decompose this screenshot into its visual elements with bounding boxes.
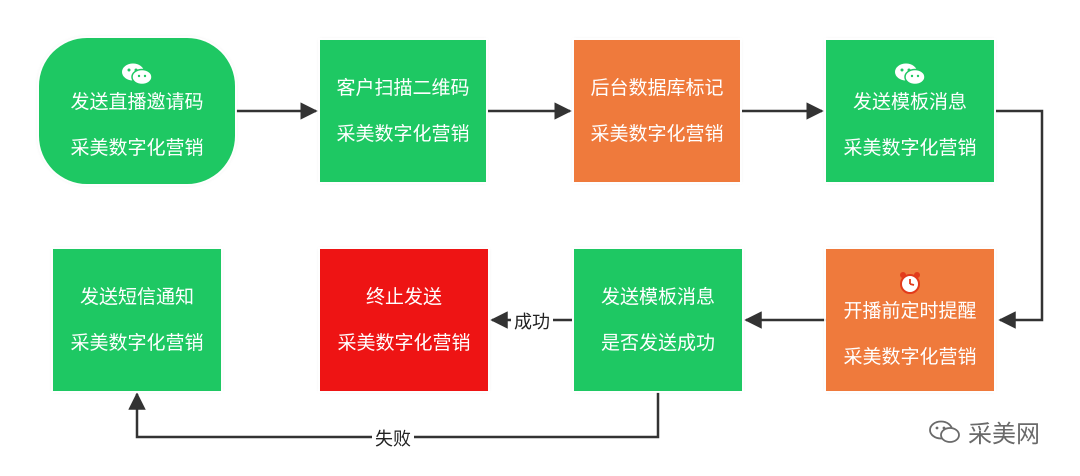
- alarm-clock-icon: [900, 272, 920, 294]
- node-title: 客户扫描二维码: [336, 77, 470, 99]
- node-send-sms: 发送短信通知 采美数字化营销: [53, 249, 221, 391]
- node-send-template: 发送模板消息 采美数字化营销: [826, 40, 994, 182]
- node-title: 发送直播邀请码: [70, 91, 204, 113]
- node-check-send: 发送模板消息 是否发送成功: [574, 249, 742, 391]
- watermark-text: 采美网: [968, 420, 1040, 448]
- node-brand: 采美数字化营销: [336, 123, 470, 145]
- node-reminder: 开播前定时提醒 采美数字化营销: [826, 249, 994, 391]
- wechat-icon: [895, 63, 926, 86]
- node-title: 后台数据库标记: [590, 77, 724, 99]
- node-title: 终止发送: [365, 286, 442, 308]
- node-send-invite: 发送直播邀请码 采美数字化营销: [39, 38, 235, 184]
- node-scan-qr: 客户扫描二维码 采美数字化营销: [320, 40, 486, 182]
- node-terminate: 终止发送 采美数字化营销: [320, 249, 488, 391]
- node-title: 发送模板消息: [600, 286, 715, 308]
- node-brand: 采美数字化营销: [70, 332, 204, 354]
- node-brand: 采美数字化营销: [590, 123, 724, 145]
- node-brand: 采美数字化营销: [843, 137, 977, 159]
- node-subtitle: 是否发送成功: [600, 332, 715, 354]
- edge-label-fail: 失败: [372, 425, 414, 451]
- node-brand: 采美数字化营销: [337, 332, 471, 354]
- node-title: 发送短信通知: [79, 286, 194, 308]
- wechat-icon: [929, 420, 960, 443]
- node-brand: 采美数字化营销: [843, 346, 977, 368]
- edge-template-to-reminder: [996, 109, 1044, 329]
- node-title: 发送模板消息: [852, 91, 967, 113]
- wechat-icon: [122, 63, 153, 86]
- watermark: 采美网: [928, 414, 1040, 449]
- node-title: 开播前定时提醒: [843, 300, 977, 322]
- edge-label-success: 成功: [511, 308, 553, 334]
- node-brand: 采美数字化营销: [70, 137, 204, 159]
- node-db-mark: 后台数据库标记 采美数字化营销: [574, 40, 740, 182]
